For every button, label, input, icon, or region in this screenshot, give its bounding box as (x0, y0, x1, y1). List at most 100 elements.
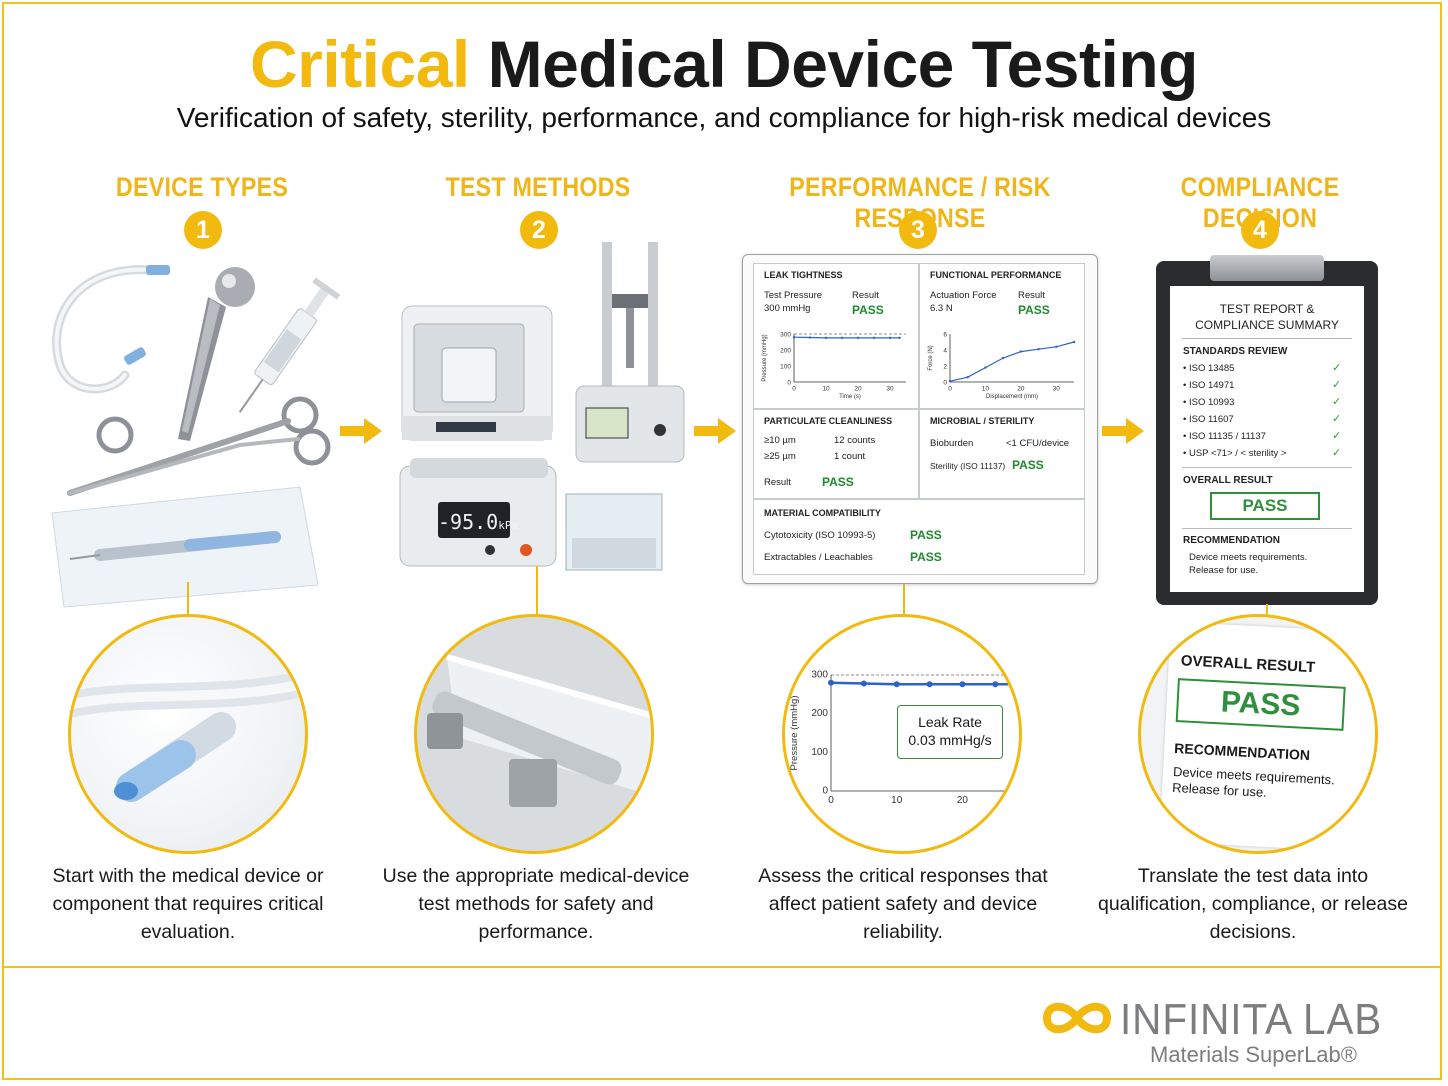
data-point (992, 681, 999, 688)
x-tick-label: 10 (982, 386, 990, 393)
checkmark-icon: ✓ (1332, 362, 1342, 374)
connector-line (1266, 604, 1268, 616)
report-title-2: COMPLIANCE SUMMARY (1195, 318, 1339, 332)
scissors-icon (67, 396, 331, 496)
material-test: Cytotoxicity (ISO 10993-5) (764, 530, 876, 541)
y-tick-label: 4 (943, 348, 947, 355)
data-point (856, 336, 860, 340)
report-zoom-paper: OVERALL RESULT PASS RECOMMENDATION Devic… (1159, 621, 1375, 851)
brand-tagline: Materials SuperLab® (1150, 1042, 1357, 1067)
bioburden-label: Bioburden (930, 438, 974, 449)
syringe-icon (238, 277, 340, 413)
data-point (948, 380, 952, 383)
step-badge-4: 4 (1241, 211, 1279, 249)
data-point (984, 366, 987, 369)
overall-result-heading: OVERALL RESULT (1183, 475, 1273, 486)
data-point (1019, 350, 1023, 353)
series-line (793, 336, 900, 339)
step-badge-1: 1 (184, 211, 222, 249)
particulate-card: PARTICULATE CLEANLINESS ≥10 µm 12 counts… (753, 409, 919, 499)
card-heading: MATERIAL COMPATIBILITY (764, 508, 881, 518)
vacuum-value: -95.0 (438, 510, 499, 534)
y-tick-label: 300 (780, 332, 791, 339)
divider (1182, 467, 1352, 468)
test-equipment-illustration (399, 242, 685, 571)
caption-test-methods: Use the appropriate medical-device test … (382, 865, 690, 943)
y-axis-label: Pressure (mmHg) (789, 696, 800, 771)
results-panel: LEAK TIGHTNESS Test Pressure 300 mmHg Re… (742, 254, 1098, 584)
sterility-pass: PASS (1012, 458, 1044, 472)
leak-rate-label: Leak Rate (918, 714, 982, 730)
report-title-1: TEST REPORT & (1219, 302, 1315, 316)
arrow-right-icon (340, 418, 382, 444)
title-rest: Medical Device Testing (469, 27, 1199, 101)
series-line (949, 341, 1075, 382)
data-point (824, 336, 828, 340)
param-label: Test Pressure (764, 290, 823, 301)
y-tick-label: 300 (811, 670, 828, 681)
data-point (808, 336, 812, 339)
y-axis-label: Pressure (mmHg) (762, 334, 768, 381)
overall-result-heading: OVERALL RESULT (1180, 652, 1316, 677)
environmental-chamber-icon (401, 305, 553, 441)
particle-count: 1 count (834, 451, 866, 462)
recommendation-heading: RECOMMENDATION (1173, 740, 1311, 764)
y-tick-label: 0 (822, 786, 828, 797)
divider (1182, 338, 1352, 339)
vacuum-unit: kPa (498, 519, 519, 532)
medical-devices-illustration (51, 265, 340, 608)
x-axis-label: Displacement (mm) (986, 394, 1038, 400)
data-point (1055, 345, 1058, 348)
x-tick-label: 20 (1017, 386, 1025, 393)
standard-item: • ISO 10993 (1183, 397, 1235, 408)
data-point (1072, 340, 1076, 344)
x-axis-label: Time (s) (839, 394, 861, 400)
checkmark-icon: ✓ (1332, 447, 1342, 459)
recommendation-text: Release for use. (1189, 565, 1259, 576)
data-point (828, 679, 834, 686)
checkmark-icon: ✓ (1332, 430, 1342, 442)
result-pass: PASS (910, 528, 942, 542)
overall-result-badge: PASS (1175, 678, 1346, 731)
checkmark-icon: ✓ (1332, 396, 1342, 408)
x-tick-label: 20 (957, 795, 969, 806)
sterile-pouch-icon (51, 486, 319, 608)
standard-item: • USP <71> / < sterility > (1183, 448, 1287, 459)
connector-line (536, 566, 538, 614)
result-pass: PASS (822, 475, 854, 489)
data-point (888, 336, 892, 340)
result-label: Result (764, 477, 791, 488)
step-badge-2: 2 (520, 211, 558, 249)
data-point (959, 681, 966, 688)
hip-implant-icon (178, 267, 255, 441)
param-value: 6.3 N (930, 303, 953, 314)
zoom-circle-catheter (68, 614, 308, 854)
data-point (860, 680, 867, 687)
sterility-label: Sterility (ISO 11137) (930, 461, 1006, 471)
result-pass: PASS (852, 303, 884, 317)
x-tick-label: 20 (854, 386, 862, 393)
data-point (792, 336, 796, 339)
x-tick-label: 10 (822, 386, 830, 393)
y-tick-label: 6 (943, 332, 947, 339)
microbial-sterility-card: MICROBIAL / STERILITY Bioburden <1 CFU/d… (919, 409, 1085, 499)
zoom-circle-report: OVERALL RESULT PASS RECOMMENDATION Devic… (1138, 614, 1378, 854)
y-tick-label: 200 (811, 708, 828, 719)
x-tick-label: 0 (948, 386, 952, 393)
leak-rate-value: 0.03 mmHg/s (908, 732, 992, 748)
standard-item: • ISO 11607 (1183, 414, 1234, 425)
y-axis-label: Force (N) (928, 345, 934, 370)
standards-heading: STANDARDS REVIEW (1183, 346, 1288, 357)
result-label: Result (852, 290, 879, 301)
divider (1182, 528, 1352, 529)
x-tick-label: 30 (1053, 386, 1061, 393)
brand-name: INFINITA LAB (1120, 995, 1383, 1044)
data-point (1001, 356, 1005, 360)
data-point (898, 336, 901, 340)
standard-item: • ISO 11135 / 11137 (1183, 431, 1266, 442)
vacuum-leak-tester-icon (399, 458, 663, 571)
x-tick-label: 0 (792, 386, 796, 393)
